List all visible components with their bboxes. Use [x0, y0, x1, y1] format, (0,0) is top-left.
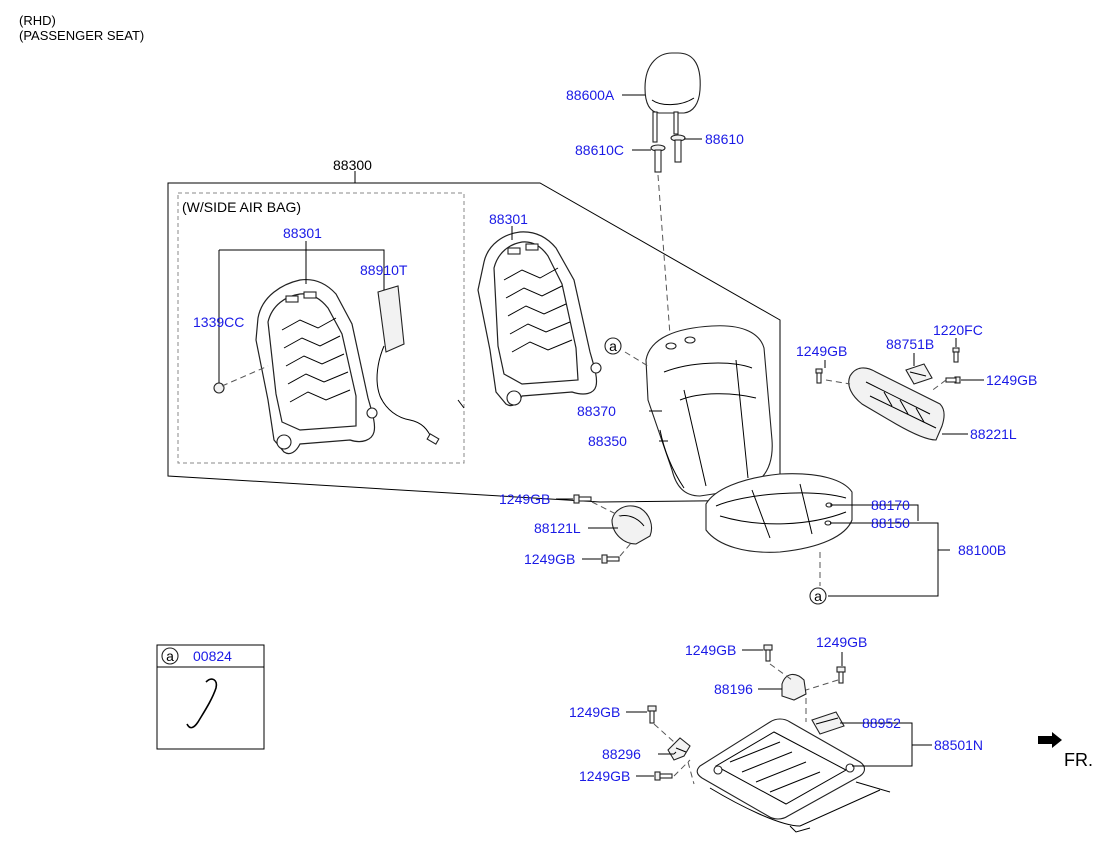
headrest-part[interactable]	[644, 52, 701, 143]
label-bolt-track-1[interactable]: 1249GB	[685, 642, 736, 658]
label-bolt-front-top[interactable]: 1249GB	[499, 491, 550, 507]
label-track-module[interactable]: 88952	[862, 715, 901, 731]
label-back-cover[interactable]: 88370	[577, 403, 616, 419]
side-shield-right[interactable]	[848, 367, 945, 441]
label-shield-front[interactable]: 88121L	[534, 520, 581, 536]
bolt-track-4[interactable]	[654, 771, 673, 781]
track-axis-6	[687, 761, 695, 785]
airbag-clip-mark	[457, 399, 465, 409]
headrest-guide-left[interactable]	[650, 144, 666, 173]
track-bracket-upper[interactable]	[781, 673, 807, 701]
bolt-shield-front-top[interactable]	[573, 494, 592, 504]
label-bolt-shield-ur[interactable]: 1249GB	[986, 372, 1037, 388]
side-airbag-variant-box	[177, 192, 465, 464]
label-bolt-front-bottom[interactable]: 1249GB	[524, 551, 575, 567]
label-shield-right[interactable]: 88221L	[970, 426, 1017, 442]
label-cushion-assy[interactable]: 88100B	[958, 542, 1006, 558]
seat-back-cushion[interactable]	[645, 325, 773, 497]
seat-position-note: (PASSENGER SEAT)	[19, 28, 145, 43]
bolt-track-2[interactable]	[836, 666, 846, 684]
seat-cushion[interactable]	[705, 473, 853, 553]
region-note-rhd: (RHD)	[19, 13, 56, 28]
seat-back-frame-airbag[interactable]	[255, 278, 378, 455]
cushion-ref-letter: a	[814, 588, 822, 604]
frame-nut[interactable]	[213, 382, 225, 394]
headrest-axis-line	[657, 174, 671, 336]
label-shield-screw[interactable]: 1220FC	[933, 322, 983, 338]
track-axis-2	[805, 679, 839, 691]
front-shield-axis-bottom	[619, 541, 633, 557]
recline-knob[interactable]	[905, 363, 933, 385]
legend-hook-wire[interactable]	[186, 678, 218, 729]
legend-ref-circle	[161, 647, 179, 665]
label-knob[interactable]: 88751B	[886, 336, 934, 352]
label-headrest[interactable]: 88600A	[566, 87, 615, 103]
bolt-shield-upper-left[interactable]	[815, 368, 823, 384]
back-ref-line	[624, 351, 649, 367]
bolt-shield-upper-right[interactable]	[945, 376, 961, 384]
headrest-guide-right[interactable]	[670, 134, 686, 163]
label-nut[interactable]: 1339CC	[193, 314, 244, 330]
label-cushion-cover[interactable]: 88170	[871, 497, 910, 513]
label-airbag-module[interactable]: 88910T	[360, 262, 408, 278]
bolt-track-1[interactable]	[763, 644, 773, 662]
label-track-assy[interactable]: 88501N	[934, 737, 983, 753]
legend-part-number[interactable]: 00824	[193, 648, 232, 664]
shield-screw[interactable]	[952, 347, 960, 363]
front-arrow-icon	[1038, 732, 1062, 748]
bolt-shield-front-bottom[interactable]	[601, 554, 620, 564]
seat-back-frame-standard[interactable]	[477, 231, 602, 407]
label-bolt-track-2[interactable]: 1249GB	[816, 634, 867, 650]
bolt-track-3[interactable]	[647, 705, 657, 724]
label-bracket-upper[interactable]: 88196	[714, 681, 753, 697]
seat-track-assembly[interactable]	[696, 718, 891, 833]
label-guide-left[interactable]: 88610C	[575, 142, 624, 158]
leader-cushion-bracket	[828, 522, 939, 597]
shield-axis-line-right	[929, 379, 947, 393]
track-axis-1	[769, 663, 793, 681]
cushion-ref-circle	[809, 587, 827, 605]
front-shield-axis-top	[591, 501, 621, 517]
leader-cushion-cover	[830, 504, 919, 521]
side-shield-front[interactable]	[611, 505, 653, 545]
front-direction-label: FR.	[1064, 750, 1093, 770]
label-cushion-pad[interactable]: 88150	[871, 515, 910, 531]
label-bolt-shield-ul[interactable]: 1249GB	[796, 343, 847, 359]
label-guide-right[interactable]: 88610	[705, 131, 744, 147]
label-bracket-lower[interactable]: 88296	[602, 746, 641, 762]
label-frame-airbag[interactable]: 88301	[283, 225, 322, 241]
label-back-pad[interactable]: 88350	[588, 433, 627, 449]
label-bolt-track-3[interactable]: 1249GB	[569, 704, 620, 720]
back-ref-letter: a	[609, 338, 617, 354]
leader-bracket-lower-stub	[673, 751, 677, 755]
side-airbag-note: (W/SIDE AIR BAG)	[182, 199, 301, 215]
label-back-assy[interactable]: 88300	[333, 157, 372, 173]
track-module[interactable]	[811, 711, 845, 735]
back-ref-circle	[604, 337, 622, 355]
leader-frame-airbag-bracket	[219, 249, 385, 286]
track-axis-3	[653, 723, 675, 743]
label-bolt-track-4[interactable]: 1249GB	[579, 768, 630, 784]
label-frame-standard[interactable]: 88301	[489, 211, 528, 227]
legend-ref-letter: a	[166, 648, 174, 664]
airbag-module[interactable]	[376, 285, 440, 445]
legend-box	[156, 644, 265, 750]
track-bracket-lower[interactable]	[667, 737, 691, 761]
track-axis-4	[673, 759, 691, 777]
nut-axis-line	[221, 365, 269, 387]
shield-axis-line-left	[825, 379, 851, 385]
